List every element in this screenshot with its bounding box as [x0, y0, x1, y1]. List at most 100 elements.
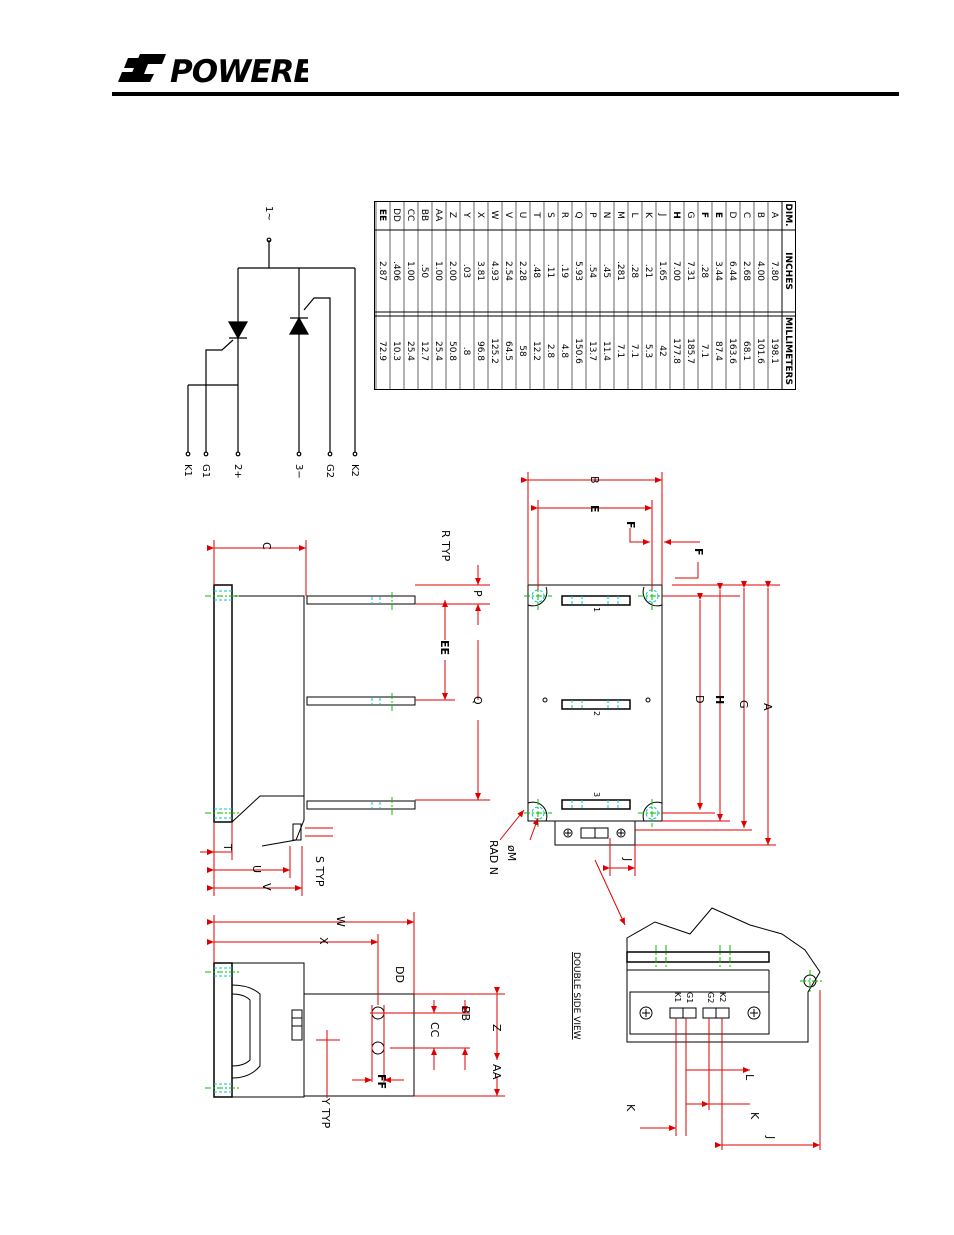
- table-cell-dim: H: [671, 211, 681, 219]
- detail-label-g1: G1: [685, 992, 694, 1003]
- table-cell-dim: Q: [573, 211, 583, 218]
- table-cell-inches: 4.00: [755, 261, 765, 281]
- table-header-dim: DIM.: [783, 203, 793, 226]
- powerex-logo: POWEREX: [118, 54, 308, 88]
- dim-label-v: V: [260, 883, 273, 891]
- table-cell-inches: .50: [419, 264, 429, 279]
- table-cell-dim: F: [699, 212, 709, 218]
- dim-label-q: Q: [471, 696, 484, 705]
- dim-label-d: D: [693, 695, 706, 703]
- table-cell-dim: N: [601, 212, 611, 219]
- dim-label-p: P: [471, 590, 484, 597]
- dim-label-bb: BB: [459, 1006, 472, 1021]
- table-cell-dim: DD: [391, 208, 401, 222]
- table-cell-inches: 1.00: [405, 261, 415, 281]
- dim-label-j-detail: J: [764, 1135, 777, 1139]
- term-label-3: 3: [592, 792, 601, 797]
- detail-label-k2: K2: [718, 992, 727, 1002]
- table-cell-mm: 7.1: [629, 344, 639, 358]
- table-cell-inches: 7.31: [685, 261, 695, 281]
- table-cell-mm: 68.1: [741, 341, 751, 361]
- table-cell-dim: B: [755, 212, 765, 218]
- table-cell-dim: U: [517, 212, 527, 219]
- table-cell-mm: 42: [657, 345, 667, 356]
- table-cell-mm: 185.7: [685, 338, 695, 364]
- table-cell-mm: 64.5: [503, 341, 513, 361]
- table-cell-inches: .54: [587, 264, 597, 279]
- table-header-mm: MILLIMETERS: [783, 317, 793, 385]
- table-cell-inches: 2.68: [741, 261, 751, 281]
- detail-label-g2: G2: [706, 992, 715, 1003]
- term-label-1: 1: [592, 607, 601, 612]
- table-cell-dim: P: [587, 212, 597, 218]
- table-cell-mm: 72.9: [377, 341, 387, 361]
- table-cell-inches: 1.65: [657, 261, 667, 281]
- dim-label-y-typ: Y TYP: [319, 1097, 332, 1129]
- table-cell-mm: 4.8: [559, 344, 569, 359]
- table-cell-mm: 101.6: [755, 338, 765, 364]
- table-cell-mm: 5.3: [643, 344, 653, 358]
- dim-label-t: T: [221, 843, 234, 851]
- end-view: W X DD BB CC Z AA FF Y TYP: [205, 912, 505, 1129]
- side-view: C R TYP P EE Q T U V S TYP: [200, 530, 490, 896]
- table-cell-mm: 198.1: [769, 338, 779, 364]
- dim-label-e: E: [588, 505, 601, 513]
- dim-label-j-top: J: [621, 857, 634, 861]
- table-cell-inches: 5.93: [573, 261, 583, 281]
- dim-label-f-2: F: [692, 548, 705, 556]
- table-cell-dim: CC: [405, 209, 415, 222]
- table-cell-mm: 50.8: [447, 341, 457, 361]
- dim-label-k-1: K: [624, 1104, 637, 1112]
- table-cell-dim: X: [475, 212, 485, 218]
- schematic-terminal-k2: K2: [349, 464, 360, 477]
- table-cell-dim: BB: [419, 209, 429, 221]
- table-cell-inches: 2.00: [447, 261, 457, 281]
- table-cell-dim: T: [531, 211, 541, 218]
- table-cell-mm: 12.2: [531, 341, 541, 361]
- schematic-terminal-g1: G1: [200, 464, 211, 478]
- table-cell-mm: 25.4: [405, 341, 415, 361]
- table-cell-mm: 13.7: [587, 341, 597, 361]
- dim-label-ee: EE: [438, 640, 451, 655]
- table-cell-mm: 177.8: [671, 338, 681, 364]
- double-side-detail-view: DOUBLE SIDE VIEW K1 G1 G2 K2 L K K J: [571, 907, 822, 1150]
- table-cell-mm: 11.4: [601, 341, 611, 361]
- table-cell-mm: 87.4: [713, 341, 723, 361]
- table-cell-dim: R: [559, 212, 569, 218]
- dim-label-l: L: [743, 1074, 756, 1081]
- dim-label-ff: FF: [375, 1074, 388, 1089]
- detail-label-k1: K1: [673, 992, 682, 1002]
- table-cell-inches: .28: [699, 264, 709, 279]
- table-cell-dim: Z: [447, 212, 457, 218]
- dim-label-g: G: [737, 700, 750, 709]
- table-cell-dim: EE: [377, 209, 387, 221]
- table-cell-dim: AA: [433, 209, 443, 222]
- table-cell-inches: 7.00: [671, 261, 681, 281]
- dim-label-f-1: F: [624, 521, 637, 529]
- table-cell-inches: .406: [391, 261, 401, 281]
- table-cell-dim: D: [727, 212, 737, 219]
- dim-label-x: X: [317, 937, 330, 945]
- table-cell-inches: 2.54: [503, 261, 513, 281]
- dim-label-dia-m: øM: [505, 845, 518, 861]
- table-cell-inches: .03: [461, 264, 471, 278]
- table-cell-inches: 3.44: [713, 261, 723, 281]
- dim-label-w: W: [334, 916, 347, 927]
- dimension-table: DIM.INCHESMILLIMETERSA7.80198.1B4.00101.…: [374, 201, 796, 390]
- schematic-terminal-2plus: 2+: [232, 464, 243, 479]
- table-cell-inches: .45: [601, 264, 611, 278]
- table-cell-dim: W: [489, 211, 499, 220]
- dim-label-rad-n: RAD N: [487, 840, 500, 875]
- table-cell-inches: 4.93: [489, 261, 499, 281]
- table-cell-inches: .19: [559, 264, 569, 279]
- dimension-table-body: DIM.INCHESMILLIMETERSA7.80198.1B4.00101.…: [375, 201, 793, 390]
- table-cell-inches: 2.87: [377, 261, 387, 281]
- table-cell-inches: 3.81: [475, 261, 485, 281]
- table-cell-mm: 163.6: [727, 338, 737, 364]
- dim-label-z: Z: [490, 1024, 503, 1032]
- dim-label-cc: CC: [428, 1022, 441, 1038]
- table-cell-mm: 125.2: [489, 338, 499, 364]
- dim-label-h: H: [713, 695, 726, 704]
- schematic-terminal-k1: K1: [182, 464, 193, 477]
